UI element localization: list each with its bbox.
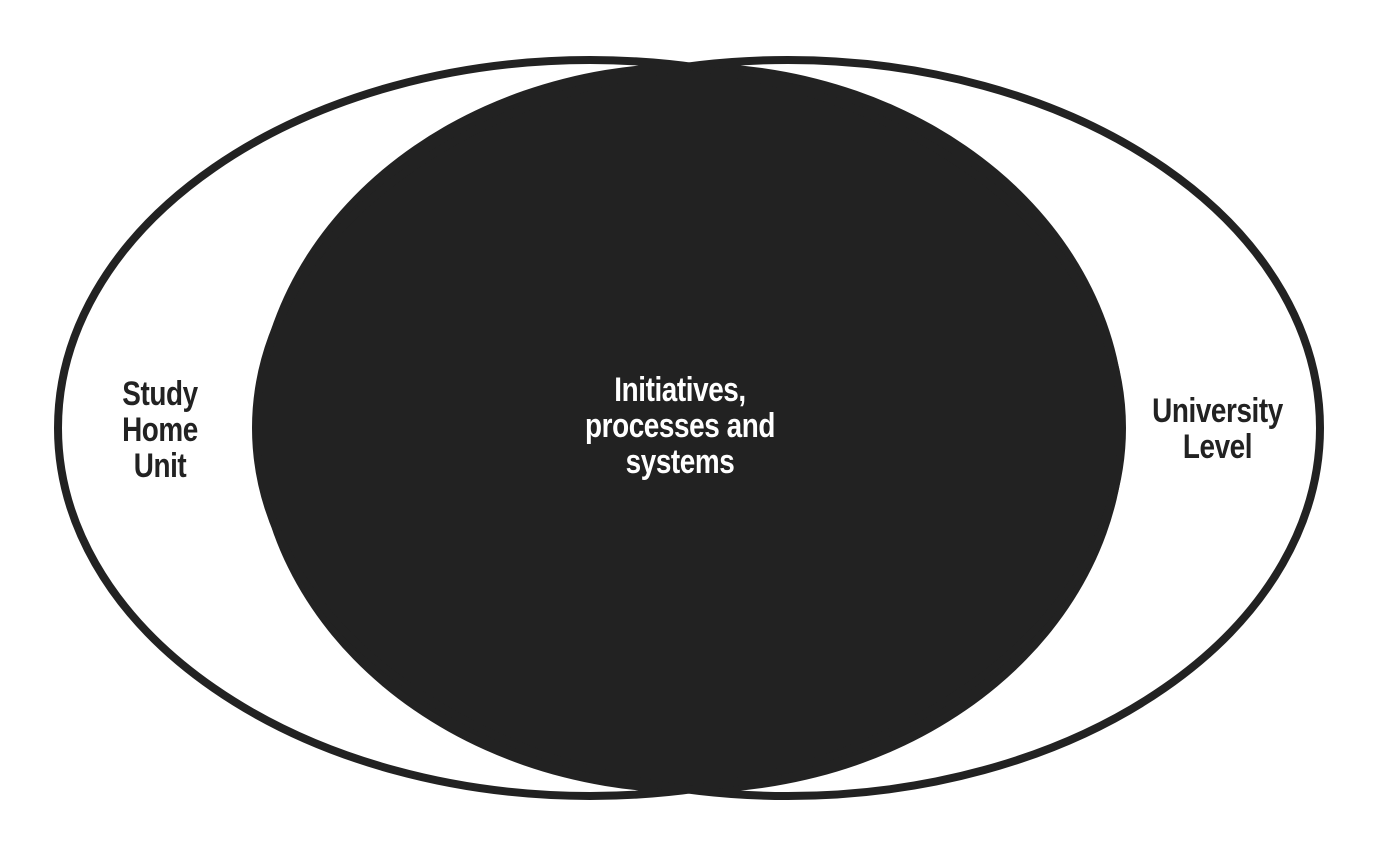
center-label-line-2: processes and xyxy=(585,407,775,445)
study-home-unit-label: Study Home Unit xyxy=(103,376,218,484)
overlap-label: Initiatives, processes and systems xyxy=(557,372,803,480)
overlap-lens xyxy=(255,63,1125,793)
right-ellipse xyxy=(252,56,1324,800)
center-label-line-1: Initiatives, xyxy=(614,371,746,409)
right-label-line-1: University xyxy=(1152,392,1283,430)
right-label-line-2: Level xyxy=(1182,428,1253,466)
left-label-line-1: Study xyxy=(122,375,198,413)
left-ellipse xyxy=(54,56,1126,800)
center-label-line-3: systems xyxy=(625,443,735,481)
university-level-label: University Level xyxy=(1133,393,1301,465)
left-label-line-3: Unit xyxy=(133,447,187,485)
left-label-line-2: Home xyxy=(122,411,198,449)
